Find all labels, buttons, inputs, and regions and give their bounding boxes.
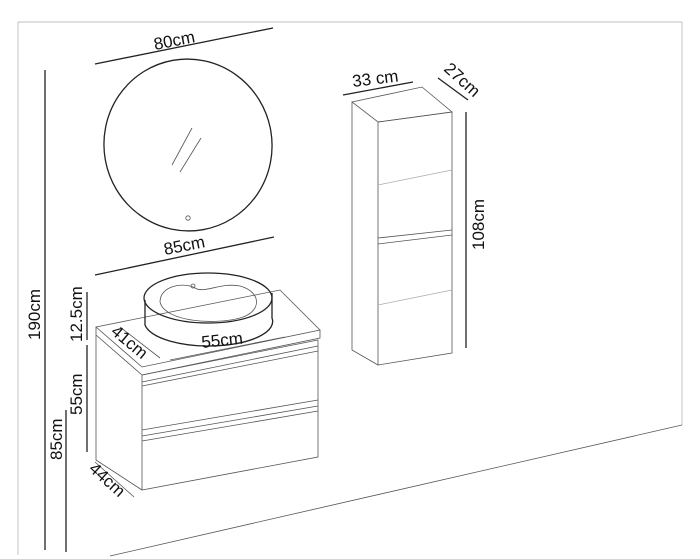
dimension-basin-height: 12.5cm (67, 286, 88, 342)
dimension-basin-width: 55cm (169, 329, 286, 361)
svg-text:33 cm: 33 cm (351, 66, 399, 91)
svg-text:55cm: 55cm (67, 373, 86, 415)
svg-text:80cm: 80cm (152, 27, 196, 54)
dimension-vanity-height-floor: 85cm (47, 410, 67, 552)
floor-line (109, 424, 683, 557)
svg-text:108cm: 108cm (469, 199, 488, 250)
wall-frame (17, 21, 683, 555)
svg-text:85cm: 85cm (47, 418, 66, 460)
svg-text:12.5cm: 12.5cm (67, 286, 86, 342)
svg-text:190cm: 190cm (25, 289, 44, 340)
tall-cabinet (351, 86, 453, 366)
vanity-unit (95, 289, 321, 491)
dimension-tall-depth: 27cm (437, 59, 484, 101)
dimension-tall-width: 33 cm (342, 66, 414, 96)
dimension-vanity-width: 85cm (94, 232, 275, 276)
tap-hole-icon (190, 283, 196, 289)
dimension-tall-height: 108cm (465, 112, 488, 348)
dimension-total-height: 190cm (25, 70, 46, 550)
mirror-switch-icon (185, 215, 191, 221)
svg-text:85cm: 85cm (162, 232, 206, 259)
svg-text:44cm: 44cm (85, 459, 129, 501)
dimension-top-depth: 41cm (107, 322, 161, 363)
basin (143, 272, 274, 347)
svg-text:27cm: 27cm (440, 59, 484, 101)
glare-icon (171, 127, 193, 166)
svg-text:55cm: 55cm (200, 329, 243, 352)
dimension-cabinet-height: 55cm (67, 345, 88, 452)
round-mirror (103, 58, 273, 232)
